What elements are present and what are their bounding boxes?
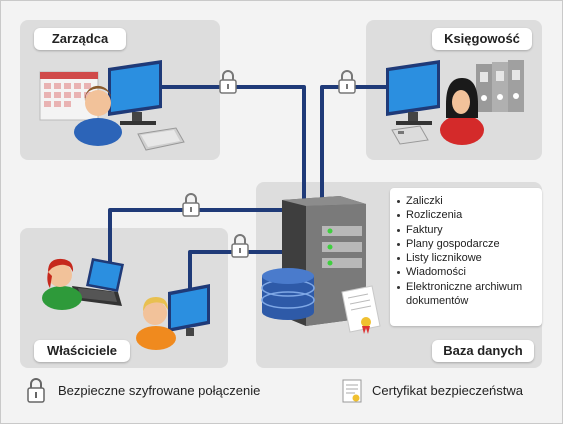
- person-icon: [440, 78, 484, 145]
- manager-label: Zarządca: [34, 28, 126, 50]
- person-icon: [74, 85, 122, 146]
- monitor-icon: [386, 60, 440, 125]
- database-items-list: Zaliczki Rozliczenia Faktury Plany gospo…: [390, 188, 542, 326]
- owners-label: Właściciele: [34, 340, 130, 362]
- legend-secure-connection: Bezpieczne szyfrowane połączenie: [58, 383, 261, 398]
- list-item: Rozliczenia: [396, 208, 542, 222]
- lock-icon: [27, 378, 45, 403]
- lock-icon: [231, 234, 249, 258]
- certificate-icon: [342, 379, 362, 403]
- database-label: Baza danych: [432, 340, 534, 362]
- list-item: Zaliczki: [396, 194, 542, 208]
- calculator-icon: [391, 125, 429, 145]
- binder-icon: [476, 60, 524, 112]
- list-item: Plany gospodarcze: [396, 237, 542, 251]
- list-item: Elektroniczne archiwum dokumentów: [396, 280, 542, 309]
- list-item: Wiadomości: [396, 265, 542, 279]
- monitor-icon: [168, 284, 210, 336]
- keyboard-icon: [137, 127, 185, 151]
- database-icon: [261, 268, 315, 320]
- legend-certificate: Certyfikat bezpieczeństwa: [372, 383, 524, 398]
- connection-lines: [108, 85, 427, 302]
- laptop-icon: [72, 258, 124, 306]
- person-icon: [136, 297, 176, 350]
- certificate-icon: [341, 285, 381, 334]
- list-item: Faktury: [396, 223, 542, 237]
- list-item: Listy licznikowe: [396, 251, 542, 265]
- accounting-label: Księgowość: [432, 28, 532, 50]
- monitor-icon: [108, 60, 162, 125]
- person-icon: [42, 258, 82, 310]
- lock-icon: [182, 193, 200, 217]
- lock-icon: [338, 70, 356, 94]
- lock-icon: [219, 70, 237, 94]
